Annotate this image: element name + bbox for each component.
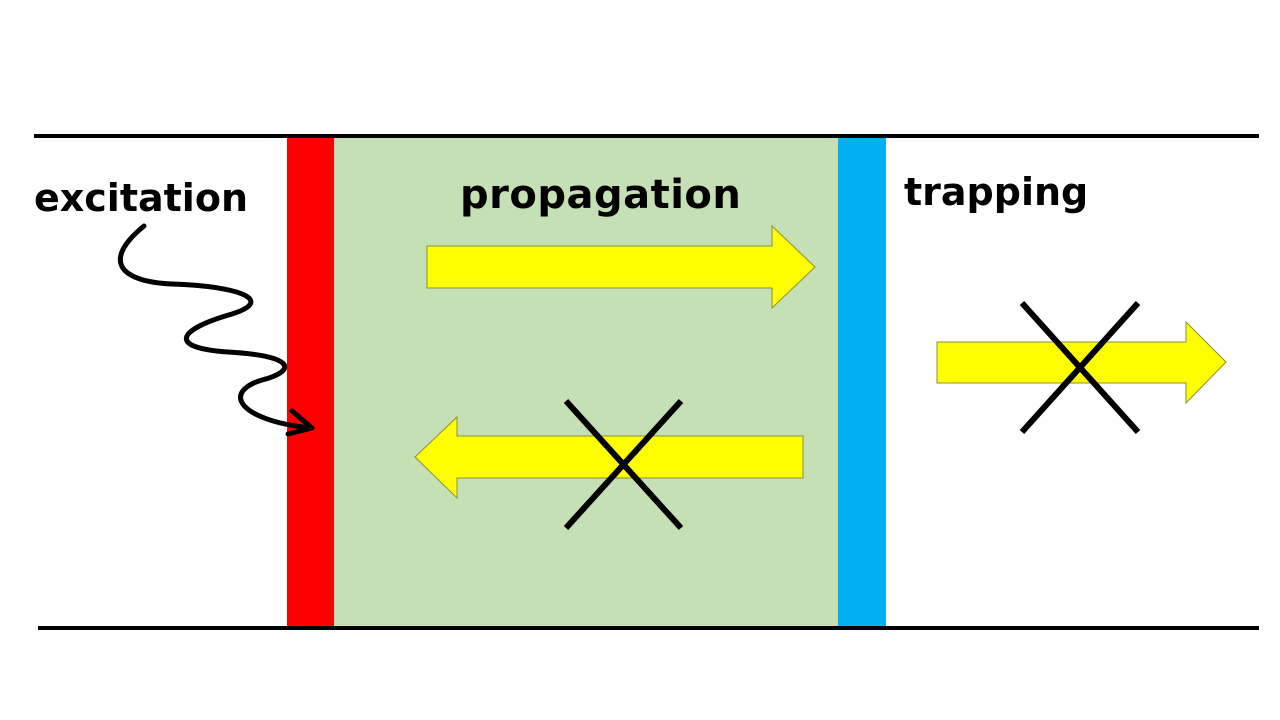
wavy-arrow-head <box>285 408 315 437</box>
excitation-layer <box>287 138 334 626</box>
trapping-layer <box>838 138 886 626</box>
excitation-label: excitation <box>34 176 248 220</box>
propagation-label: propagation <box>460 172 742 218</box>
x-cross-icon <box>563 398 684 531</box>
forward-arrow-icon <box>426 224 816 310</box>
propagation-region <box>333 138 839 626</box>
trapping-label: trapping <box>904 170 1089 214</box>
backward-arrow-icon <box>414 415 804 500</box>
x-cross-icon <box>1019 300 1141 435</box>
wavy-excitation-arrow-icon <box>118 223 313 431</box>
